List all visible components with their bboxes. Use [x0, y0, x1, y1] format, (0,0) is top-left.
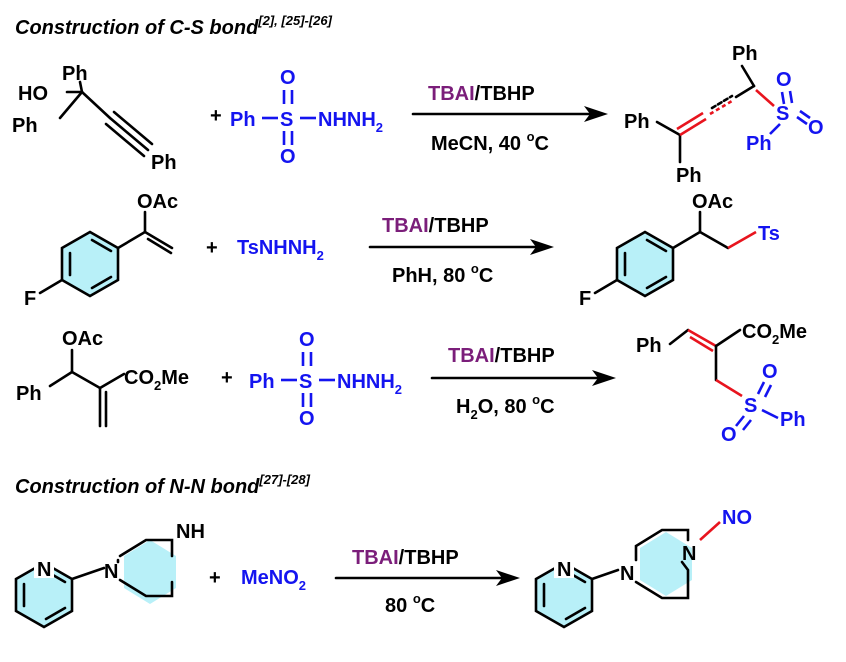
label-s: S — [744, 395, 757, 417]
reaction-4-substrate: N N NH — [14, 521, 205, 629]
label-o: O — [299, 408, 315, 430]
label-nh: NH — [176, 521, 205, 543]
reaction-3-reagent: Ph S O O NHNH2 — [249, 329, 402, 430]
reaction-2-arrow: TBAI/TBHP PhH, 80 oC — [368, 215, 554, 287]
reaction-1-reagent: Ph S O O NHNH2 — [230, 67, 383, 168]
reaction-1-substrate: HO Ph Ph Ph — [12, 63, 177, 174]
label-ts: Ts — [758, 223, 780, 245]
label-s: S — [280, 109, 293, 131]
label-o: O — [280, 146, 296, 168]
label-ph: Ph — [249, 371, 275, 393]
label-nhnh2: NHNH2 — [337, 371, 402, 397]
label-o: O — [721, 424, 737, 446]
label-co2me: CO2Me — [124, 367, 189, 393]
label-s: S — [776, 103, 789, 125]
label-nhnh2: NHNH2 — [318, 109, 383, 135]
label-ph: Ph — [62, 63, 88, 85]
label-n: N — [104, 561, 118, 583]
conditions-label: MeCN, 40 oC — [431, 129, 549, 155]
label-ph: Ph — [732, 43, 758, 65]
conditions-label: H2O, 80 oC — [456, 392, 555, 422]
label-o: O — [299, 329, 315, 351]
label-f: F — [24, 288, 36, 310]
label-n: N — [682, 543, 696, 565]
label-oac: OAc — [62, 328, 103, 350]
reaction-1: HO Ph Ph Ph + Ph S O O NHNH2 — [12, 43, 824, 187]
label-o: O — [808, 117, 824, 139]
label-oac: OAc — [137, 191, 178, 213]
reaction-3-product: Ph CO2Me S O O Ph — [636, 321, 807, 446]
reaction-4-reagent: MeNO2 — [241, 567, 306, 593]
reaction-2-substrate: OAc F — [24, 191, 178, 310]
label-ph: Ph — [16, 383, 42, 405]
label-s: S — [299, 371, 312, 393]
catalyst-label: TBAI/TBHP — [428, 83, 535, 105]
label-n: N — [620, 563, 634, 585]
label-ph: Ph — [746, 133, 772, 155]
label-no: NO — [722, 507, 752, 529]
conditions-label: 80 oC — [385, 591, 435, 617]
reaction-2: OAc F + TsNHNH2 TBAI/TBHP PhH, 80 oC OAc — [24, 191, 780, 310]
label-co2me: CO2Me — [742, 321, 807, 347]
label-oac: OAc — [692, 191, 733, 213]
reaction-3-substrate: OAc Ph CO2Me — [16, 328, 189, 428]
catalyst-label: TBAI/TBHP — [352, 547, 459, 569]
catalyst-label: TBAI/TBHP — [448, 345, 555, 367]
label-ph: Ph — [676, 165, 702, 187]
section-header-nn-bond: Construction of N-N bond[27]-[28] — [15, 472, 311, 498]
label-ph: Ph — [12, 115, 38, 137]
label-f: F — [579, 288, 591, 310]
reaction-2-product: OAc F Ts — [579, 191, 780, 310]
plus-sign: + — [210, 105, 222, 127]
catalyst-label: TBAI/TBHP — [382, 215, 489, 237]
reaction-2-reagent: TsNHNH2 — [237, 237, 324, 263]
section-header-cs-bond: Construction of C-S bond[2], [25]-[26] — [15, 13, 333, 39]
reaction-4-arrow: TBAI/TBHP 80 oC — [334, 547, 520, 617]
label-o: O — [776, 69, 792, 91]
label-ph: Ph — [636, 335, 662, 357]
conditions-label: PhH, 80 oC — [392, 261, 493, 287]
plus-sign: + — [206, 237, 218, 259]
label-o: O — [280, 67, 296, 89]
reaction-1-product: Ph Ph Ph S O O Ph — [624, 43, 824, 187]
reaction-3-arrow: TBAI/TBHP H2O, 80 oC — [430, 345, 616, 422]
label-ph: Ph — [780, 409, 806, 431]
label-o: O — [762, 361, 778, 383]
plus-sign: + — [209, 567, 221, 589]
label-n: N — [557, 559, 571, 581]
label-ph: Ph — [230, 109, 256, 131]
label-ho: HO — [18, 83, 48, 105]
reaction-3: OAc Ph CO2Me + Ph S O O NHNH2 TBAI/TBHP — [16, 321, 807, 446]
plus-sign: + — [221, 367, 233, 389]
label-ph: Ph — [151, 152, 177, 174]
reaction-4-product: N N N NO — [534, 507, 752, 629]
reaction-4: N N NH + MeNO2 TBAI/TBHP 80 oC N N — [14, 507, 752, 629]
label-ph: Ph — [624, 111, 650, 133]
label-n: N — [37, 559, 51, 581]
reaction-1-arrow: TBAI/TBHP MeCN, 40 oC — [411, 83, 608, 155]
